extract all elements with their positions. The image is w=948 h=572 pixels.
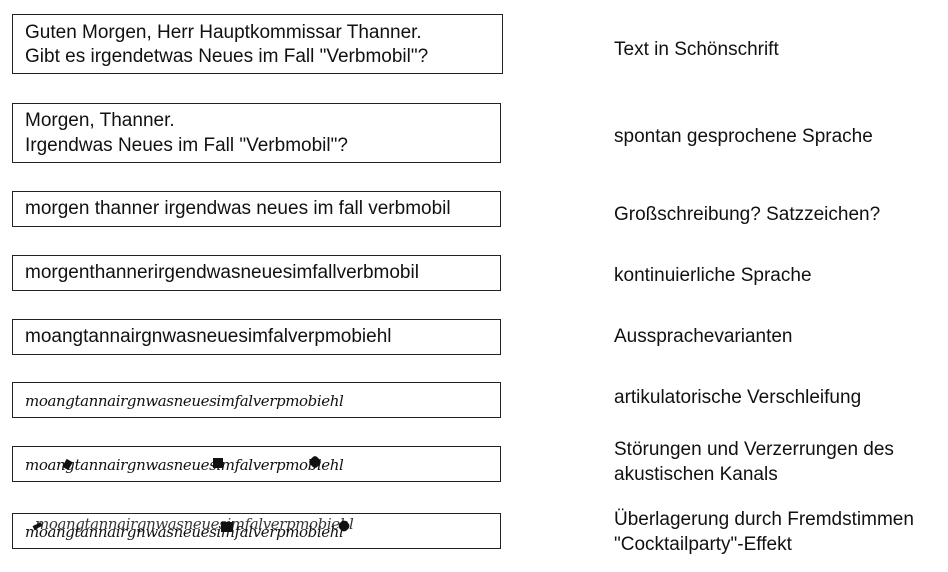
transcript-line: moangtannairgnwasneuesimfalverpmobiehl: [25, 523, 344, 541]
transcript-box-slurred: moangtannairgnwasneuesimfalverpmobiehl: [12, 382, 501, 418]
transcript-line: Guten Morgen, Herr Hauptkommissar Thanne…: [25, 22, 422, 43]
transcript-box-clean-text: Guten Morgen, Herr Hauptkommissar Thanne…: [12, 14, 503, 74]
description-label: Aussprachevarianten: [614, 326, 793, 347]
transcript-box-continuous: morgenthannerirgendwasneuesimfallverbmob…: [12, 255, 501, 291]
transcript-box-pronunciation: moangtannairgnwasneuesimfalverpmobiehl: [12, 319, 501, 355]
transcript-line: moangtannairgnwasneuesimfalverpmobiehl: [25, 392, 344, 410]
transcript-box-overlapping-speakers: moangtannairgnwasneuesimfalverpmobiehl m…: [12, 513, 501, 549]
description-label: akustischen Kanals: [614, 464, 778, 485]
transcript-line: moangtannairgnwasneuesimfalverpmobiehl: [25, 456, 344, 474]
description-label: Text in Schönschrift: [614, 39, 779, 60]
transcript-box-lowercase: morgen thanner irgendwas neues im fall v…: [12, 191, 501, 227]
transcript-line: Morgen, Thanner.: [25, 110, 175, 131]
transcript-box-spontaneous: Morgen, Thanner. Irgendwas Neues im Fall…: [12, 103, 501, 163]
transcript-line: Gibt es irgendetwas Neues im Fall "Verbm…: [25, 46, 429, 67]
transcript-line: Irgendwas Neues im Fall "Verbmobil"?: [25, 135, 348, 156]
transcript-box-noisy-channel: moangtannairgnwasneuesimfalverpmobiehl: [12, 446, 501, 482]
description-label: Großschreibung? Satzzeichen?: [614, 204, 881, 225]
overlapping-transcript-line: moangtannairgnwasneuesimfalverpmobiehl: [35, 515, 354, 533]
noise-blot: [221, 522, 233, 532]
description-label: Störungen und Verzerrungen des: [614, 439, 894, 460]
description-label: artikulatorische Verschleifung: [614, 387, 862, 408]
noise-blot: [213, 458, 223, 468]
description-label: spontan gesprochene Sprache: [614, 126, 873, 147]
transcript-line: morgen thanner irgendwas neues im fall v…: [25, 198, 451, 219]
description-label: Überlagerung durch Fremdstimmen: [614, 509, 914, 530]
transcript-line: moangtannairgnwasneuesimfalverpmobiehl: [25, 326, 392, 347]
description-label: kontinuierliche Sprache: [614, 265, 812, 286]
description-label: "Cocktailparty"-Effekt: [614, 534, 792, 555]
transcript-line: morgenthannerirgendwasneuesimfallverbmob…: [25, 262, 419, 283]
